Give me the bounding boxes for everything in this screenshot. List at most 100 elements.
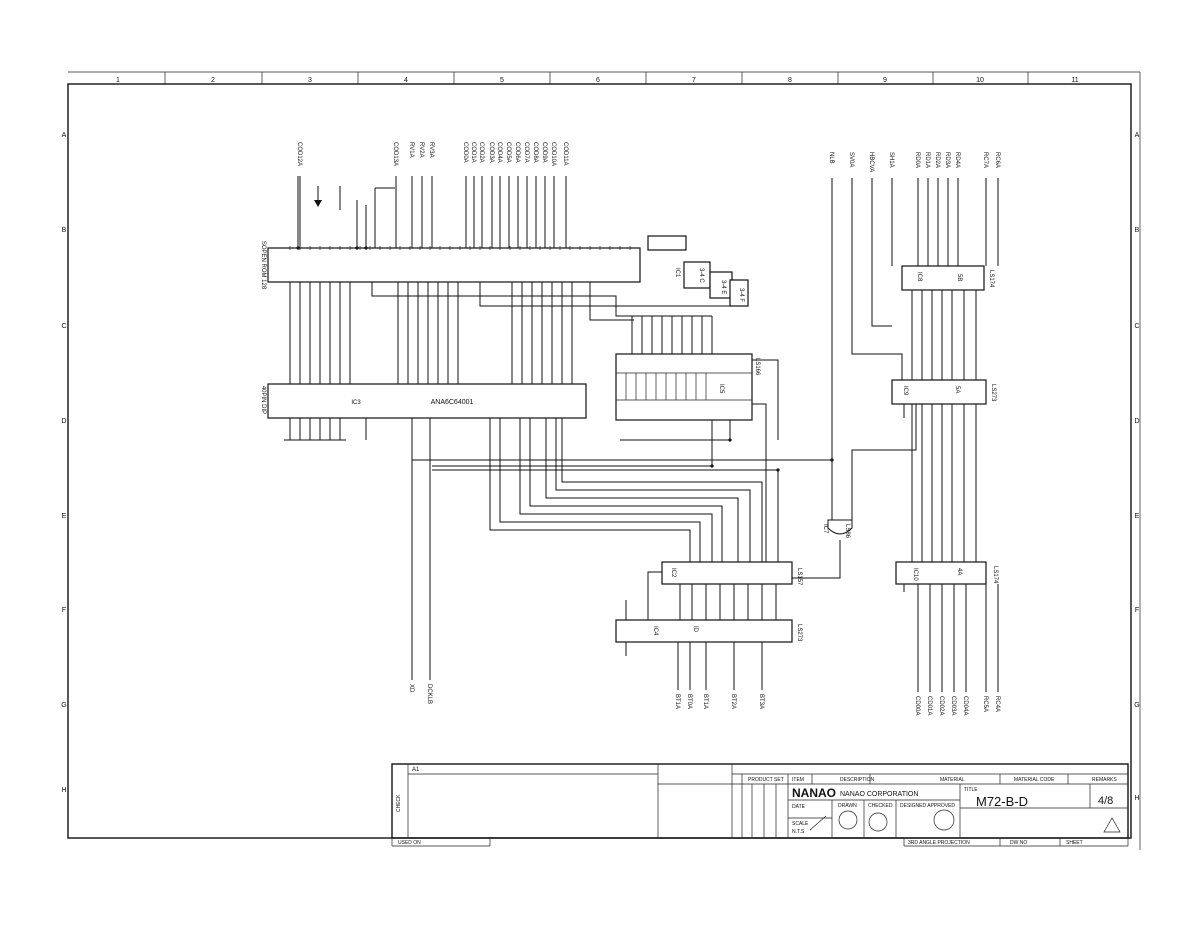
wire-path	[620, 420, 731, 441]
zone-row-label: H	[61, 787, 66, 794]
signal-label: BT1A	[702, 694, 708, 709]
zone-col-label: 3	[308, 77, 312, 84]
ic5-shift-register-chip: IC5 LS166	[615, 353, 760, 421]
wire-path	[871, 266, 892, 327]
ic10-body-label: 4A	[956, 568, 962, 575]
signal-label: XD	[408, 684, 414, 693]
ic1-ref-label: IC1	[674, 268, 680, 278]
drawing-title: M72-B-D	[976, 794, 1028, 809]
wire-path	[589, 282, 634, 321]
ic3-ref-label: IC3	[351, 400, 361, 406]
wire-path	[519, 418, 713, 562]
signal-label: BT1A	[674, 694, 680, 709]
scale-label: SCALE	[792, 821, 809, 827]
junction-dot	[728, 438, 732, 442]
signal-label: COD5A	[505, 142, 511, 163]
scale-value: N.T.S	[792, 829, 805, 835]
sheet-fraction: 4/8	[1098, 795, 1113, 807]
drawn-label: DRAWN	[838, 803, 857, 809]
signal-label: CD04A	[962, 696, 968, 715]
wire-path	[479, 280, 749, 307]
junction-dot	[830, 458, 834, 462]
header-description: DESCRIPTION	[840, 777, 875, 783]
checked-stamp-icon	[868, 812, 888, 832]
zone-col-label: 4	[404, 77, 408, 84]
header-material: MATERIAL	[940, 777, 965, 783]
wire-path	[851, 404, 917, 520]
company-logo: NANAO	[792, 786, 836, 800]
ic8-lib-label: LS174	[988, 270, 994, 288]
wire-path	[647, 571, 662, 620]
ic9-body-label: 5A	[954, 386, 960, 393]
ic5-lib-label: LS166	[754, 358, 760, 376]
checked-label: CHECKED	[868, 803, 893, 809]
signal-label: CD02A	[938, 696, 944, 715]
wire-path	[752, 403, 767, 562]
ic2-lib-label: LS157	[796, 568, 802, 586]
ic7-xor-gate: IC7 LS86	[822, 519, 853, 539]
sheet-label: SHEET	[1066, 840, 1083, 846]
wire-path	[545, 418, 739, 562]
signal-label: SH1A	[888, 152, 894, 168]
ic1-lib-label: SOPEN ROM 128	[260, 241, 266, 290]
dwg-no-label: DW NO	[1010, 840, 1027, 846]
company-name: NANAO CORPORATION	[840, 791, 918, 798]
signal-label: RV3A	[428, 142, 434, 158]
drawing-border	[67, 71, 1141, 850]
ic2-multiplexer-chip: IC2 LS157	[661, 561, 802, 586]
zone-col-label: 1	[116, 77, 120, 84]
schematic-wiring	[284, 178, 977, 656]
signal-label: NLB	[828, 152, 834, 164]
signal-label: SV0A	[848, 152, 854, 167]
ic1-sub-gates: 3-4 C 3-4 E 3-4 F	[647, 235, 749, 307]
wire-path	[371, 282, 712, 317]
zone-col-label: 10	[976, 77, 984, 84]
junction-dot	[710, 464, 714, 468]
junction-dot	[776, 468, 780, 472]
zone-row-label: B	[62, 227, 67, 234]
revision-mark: A1	[412, 767, 420, 773]
zone-row-labels: A B C D E F G H A B C D E F G H	[61, 132, 1139, 802]
ic5-ref-label: IC5	[718, 384, 724, 394]
zone-col-label: 8	[788, 77, 792, 84]
date-label: DATE	[792, 804, 806, 810]
zone-row-label: A	[62, 132, 67, 139]
signal-label: RC5A	[982, 696, 988, 712]
signal-label: BT2A	[730, 694, 736, 709]
ic9-latch-chip: 5A IC9 LS273	[891, 379, 996, 405]
signal-label: RC6A	[994, 152, 1000, 168]
header-material-code: MATERIAL CODE	[1014, 777, 1055, 783]
signal-label: COD1A	[470, 142, 476, 163]
signal-label: RC7A	[982, 152, 988, 168]
signal-label: BT3A	[758, 694, 764, 709]
used-on-label: USED ON	[398, 840, 421, 846]
signal-label: COD11A	[562, 142, 568, 166]
signal-label: RV2A	[418, 142, 424, 158]
signal-label: COD2A	[478, 142, 484, 163]
signal-label: RD1A	[924, 152, 930, 168]
signal-label: COD8A	[532, 142, 538, 163]
signal-label: COD0A	[462, 142, 468, 163]
ic7-lib-label: LS86	[844, 524, 850, 539]
zone-row-label: E	[1135, 513, 1140, 520]
wire-path	[561, 418, 763, 562]
approved-label: DESIGNED APPROVED	[900, 803, 955, 809]
signal-label: COD6A	[514, 142, 520, 163]
wire-path	[432, 420, 713, 467]
wire-path	[432, 469, 779, 562]
signal-label: DCKLB	[426, 684, 432, 704]
zone-row-label: D	[61, 418, 66, 425]
signal-label: RD3A	[944, 152, 950, 168]
zone-row-label: D	[1134, 418, 1139, 425]
ic4-ref-label: IC4	[652, 626, 658, 636]
revision-triangle-icon	[1103, 817, 1121, 833]
subgate-label: 3-4 F	[738, 288, 744, 302]
zone-col-label: 6	[596, 77, 600, 84]
zone-col-label: 11	[1071, 77, 1078, 84]
subgate-label: 3-4 E	[720, 280, 726, 294]
junction-dot	[364, 246, 368, 250]
signal-label: RD4A	[954, 152, 960, 168]
